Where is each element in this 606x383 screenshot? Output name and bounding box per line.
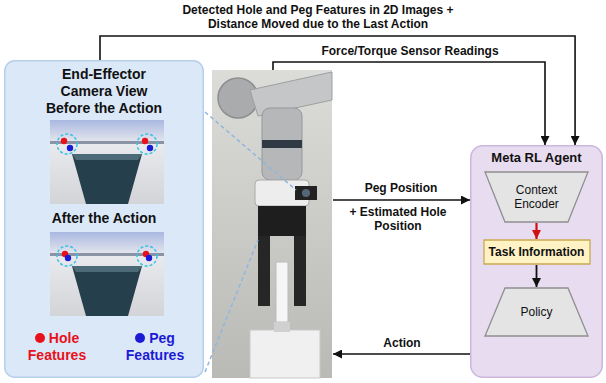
agent-box: Meta RL AgentContext EncoderTask Informa… — [470, 145, 603, 378]
signal-label: Peg Position — [336, 181, 466, 195]
panel-heading: End-Effector Camera View Before the Acti… — [41, 66, 167, 116]
robot-photo — [212, 70, 332, 378]
node-label: Task Information — [489, 245, 585, 259]
signal-arrow — [333, 199, 470, 201]
flow-arrow — [535, 223, 537, 239]
agent-title: Meta RL Agent — [474, 150, 599, 166]
legend-dot — [35, 333, 45, 343]
camera-image — [50, 120, 164, 204]
legend-item: Peg Features — [110, 330, 200, 364]
flow-arrow — [536, 265, 538, 287]
node-label: Context Encoder — [506, 183, 568, 212]
edge-label: Detected Hole and Peg Features in 2D Ima… — [168, 3, 468, 31]
panel-heading: After the Action — [41, 210, 167, 227]
policy-trapezoid: Policy — [484, 287, 589, 337]
legend: Hole FeaturesPeg Features — [8, 330, 204, 364]
task-info-box: Task Information — [483, 239, 591, 265]
signal-label: Force/Torque Sensor Readings — [295, 44, 525, 58]
leader-line — [205, 112, 296, 190]
signal-arrow — [333, 353, 470, 355]
encoder-trapezoid: Context Encoder — [484, 171, 589, 223]
camera-image — [50, 232, 164, 316]
leader-line — [205, 240, 258, 372]
signal-label: Action — [352, 336, 452, 350]
legend-dot — [135, 333, 145, 343]
node-label: Policy — [506, 305, 568, 319]
agent-box-fill — [471, 146, 603, 378]
flow-arrow — [100, 36, 575, 145]
signal-arrow — [273, 62, 545, 145]
signal-label: + Estimated Hole Position — [339, 205, 457, 233]
legend-item: Hole Features — [12, 330, 102, 364]
camera-panel-fill — [5, 61, 204, 378]
